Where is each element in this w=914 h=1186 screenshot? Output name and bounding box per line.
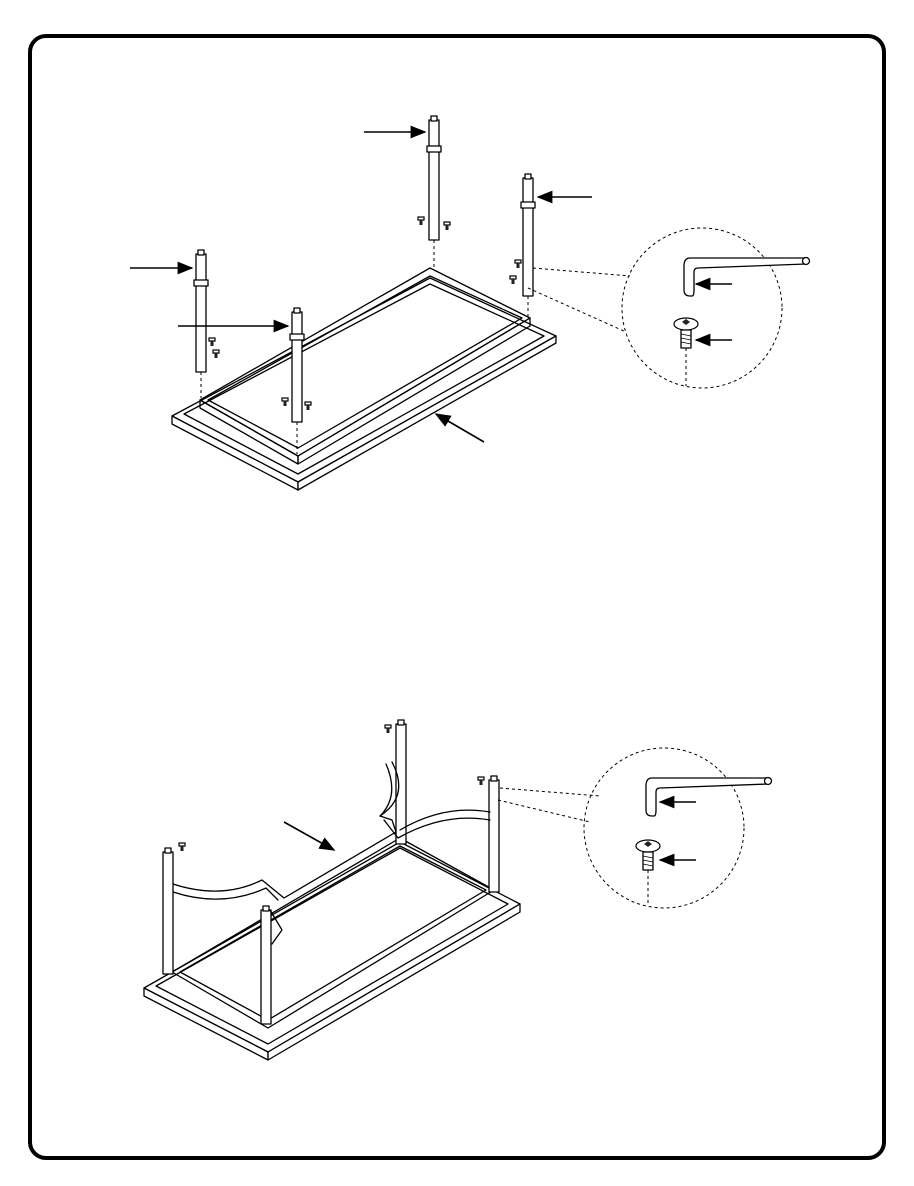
leg-front [261, 906, 271, 1024]
bolt-icon [636, 840, 660, 906]
detail-callout [498, 748, 772, 908]
bolt-icon [674, 318, 698, 386]
detail-callout [528, 228, 810, 388]
leg-right [489, 776, 499, 892]
leg-back [396, 720, 406, 844]
allen-wrench-icon [646, 778, 772, 817]
leg-back [427, 116, 441, 268]
step-1-diagram [130, 116, 810, 490]
table-top [172, 268, 556, 490]
bolt-icon [179, 725, 484, 851]
table-top [144, 838, 520, 1060]
step-2-diagram [144, 720, 772, 1060]
allen-wrench-icon [684, 258, 810, 297]
leg-right [521, 174, 535, 318]
pointer-arrow [284, 822, 334, 850]
pointer-arrow [436, 414, 484, 442]
leg-left [194, 250, 208, 398]
leg-left [163, 848, 173, 974]
